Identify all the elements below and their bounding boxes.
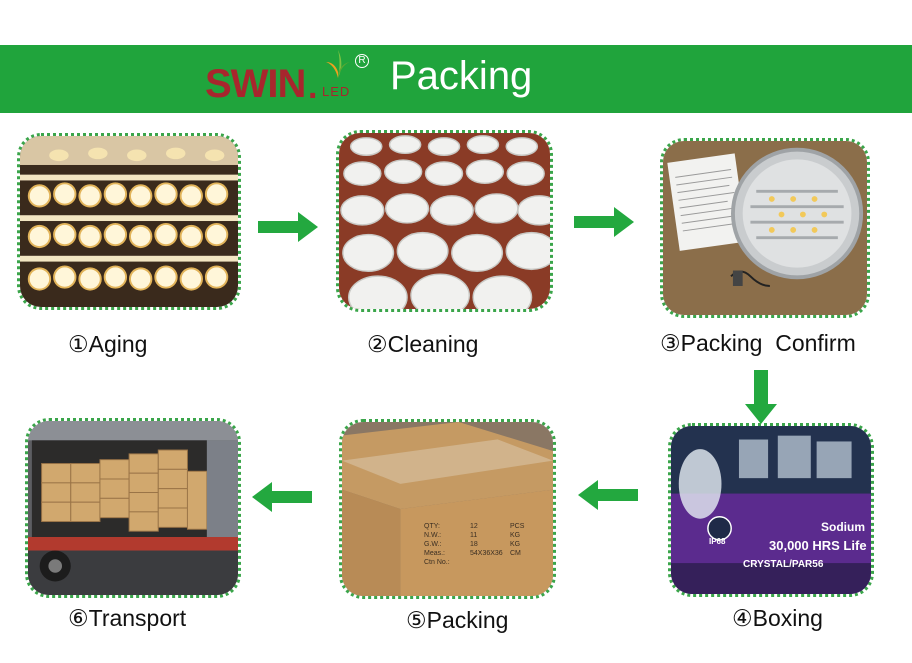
lamp-and-manual-image — [663, 141, 867, 315]
product-box-image — [671, 426, 871, 594]
caption-cleaning: ②Cleaning — [367, 331, 479, 357]
photo-aging — [17, 133, 241, 310]
registered-mark: R — [355, 54, 369, 68]
carton-box-image — [342, 422, 553, 596]
photo-boxing: IP68 Sodium 30,000 HRS Life CRYSTAL/PAR5… — [668, 423, 874, 597]
reflector-rows-image — [339, 133, 550, 309]
arrow-left-icon — [252, 482, 312, 512]
page-title: Packing — [390, 54, 533, 98]
box-label-life: 30,000 HRS Life — [769, 538, 867, 553]
arrow-down-icon — [745, 370, 777, 424]
photo-packing-confirm — [660, 138, 870, 318]
logo-sub: LED — [322, 84, 351, 99]
box-label-sodium: Sodium — [821, 520, 865, 534]
photo-transport — [25, 418, 241, 598]
arrow-right-icon — [574, 207, 634, 237]
logo-brand: SWIN — [205, 62, 306, 106]
carton-row-ctn: Ctn No.: — [424, 559, 450, 566]
caption-packing: ⑤Packing — [406, 607, 509, 633]
ip68-badge: IP68 — [709, 537, 726, 546]
caption-aging: ①Aging — [68, 331, 148, 357]
arrow-left-icon — [578, 480, 638, 510]
photo-cleaning — [336, 130, 553, 312]
loaded-truck-image — [28, 421, 238, 595]
caption-transport: ⑥Transport — [68, 605, 187, 631]
header-banner — [0, 45, 912, 113]
leaf-icon — [326, 50, 350, 78]
caption-boxing: ④Boxing — [732, 605, 823, 631]
swin-led-logo: SWIN . LED R — [205, 50, 380, 106]
caption-packing-confirm: ③Packing Confirm — [660, 330, 856, 356]
logo-dot: . — [308, 68, 318, 106]
aging-rack-image — [20, 136, 238, 307]
box-label-model: CRYSTAL/PAR56 — [743, 559, 824, 570]
arrow-right-icon — [258, 212, 318, 242]
